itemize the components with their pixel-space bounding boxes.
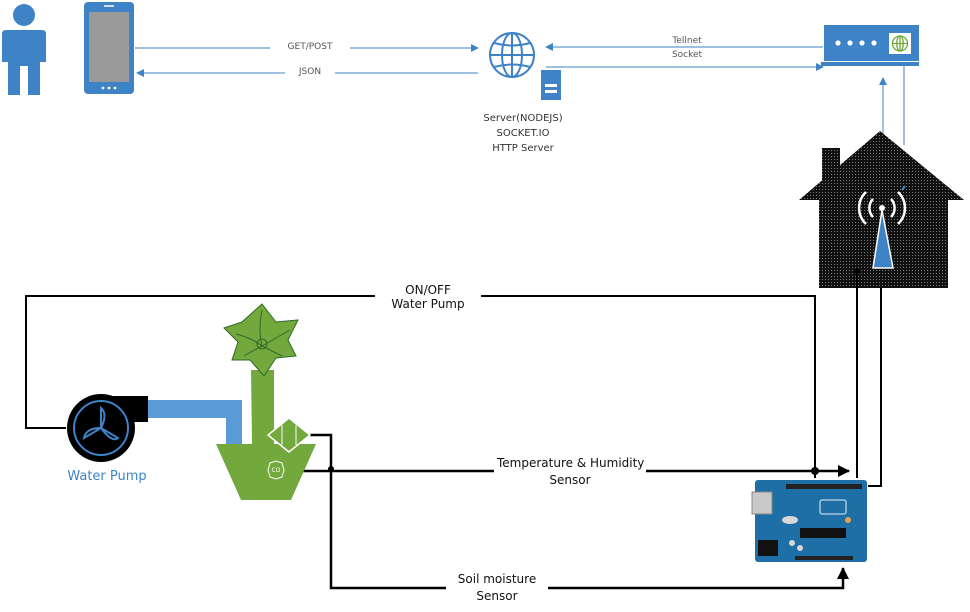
junction-dot — [328, 466, 334, 472]
json-label: JSON — [285, 67, 335, 77]
water-pump-icon — [67, 394, 242, 462]
server-subtitle: SOCKET.IO — [496, 128, 550, 139]
house-link-wires — [856, 268, 882, 487]
server-box-icon — [541, 70, 561, 100]
soil-sensor-wire — [309, 433, 849, 590]
user-icon — [2, 4, 46, 95]
globe-icon — [489, 32, 535, 78]
telnet-label: Tellnet — [672, 36, 702, 46]
smartphone-icon — [84, 2, 134, 94]
router-icon — [821, 25, 919, 66]
server-type: HTTP Server — [492, 143, 554, 154]
socket-label: Socket — [671, 50, 703, 60]
arduino-board-icon — [751, 480, 867, 562]
soil-wire-label-2: Sensor — [446, 588, 548, 605]
pump-control-wire — [25, 295, 816, 478]
soil-wire-label: Soil moisture — [446, 571, 548, 588]
svg-text:CO: CO — [272, 467, 281, 474]
pump-wire-label-2: Water Pump — [375, 297, 481, 312]
pump-wire-label: ON/OFF — [375, 283, 481, 298]
junction-dot — [854, 268, 860, 274]
temperature-wire-label: Temperature & Humidity — [494, 455, 646, 472]
water-pump-label: Water Pump — [67, 469, 147, 484]
plant-pot-icon: CO — [216, 303, 316, 500]
get-post-label: GET/POST — [270, 42, 350, 52]
server-title: Server(NODEJS) — [483, 113, 563, 124]
temperature-wire-label-2: Sensor — [494, 472, 646, 489]
wifi-tower-icon — [857, 185, 907, 269]
junction-dot — [811, 467, 819, 475]
